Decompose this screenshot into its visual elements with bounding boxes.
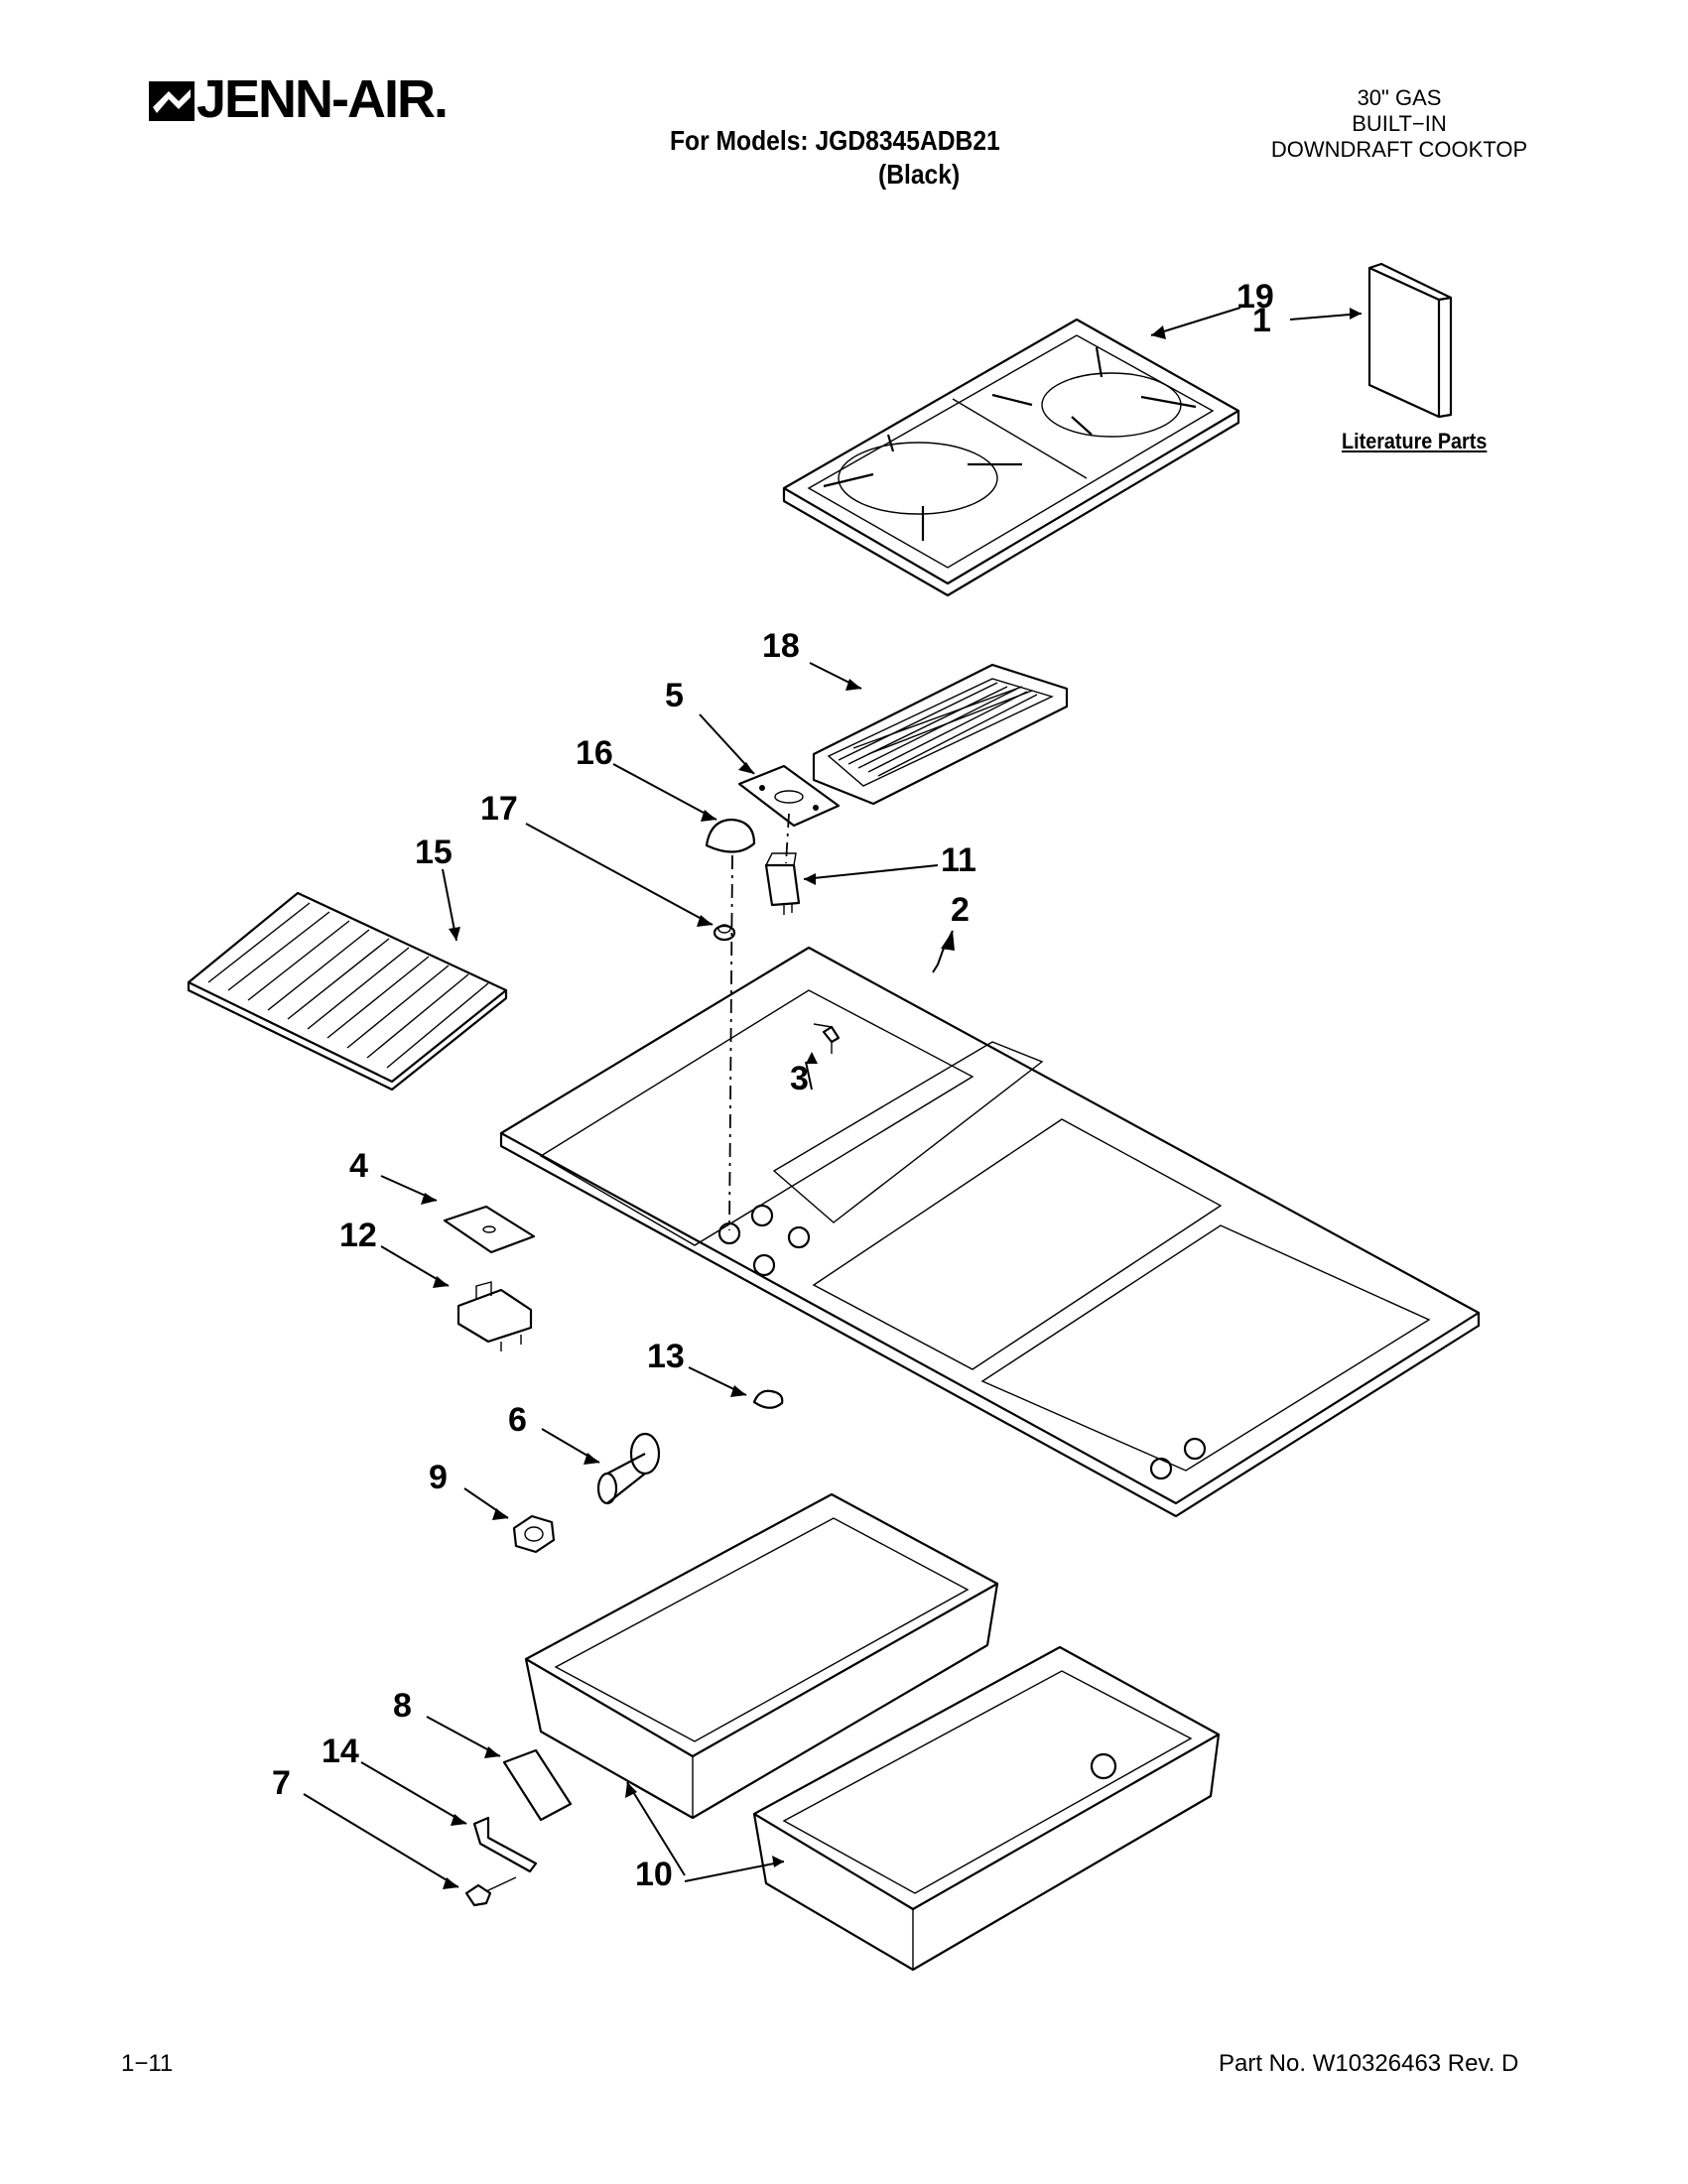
callout-9: 9 [429,1459,448,1496]
brand-logo: JENN-AIR. [149,69,476,129]
literature-parts-label: Literature Parts [1342,429,1488,453]
callout-13: 13 [647,1338,685,1375]
callout-2: 2 [951,891,970,929]
part-18-vent-grille [812,663,1069,806]
part-7-screw [464,1876,517,1907]
part-9-nut [512,1514,556,1554]
part-12-valve [456,1281,533,1351]
model-color-label: (Black) [878,159,961,190]
callout-14: 14 [322,1733,359,1770]
part-15-grill-grate [187,891,508,1092]
callout-11: 11 [941,841,976,879]
jenn-air-emblem-icon [149,81,195,121]
part-4-gasket [443,1205,536,1254]
model-label: For Models: JGD8345ADB21 [670,125,1000,156]
callout-8: 8 [393,1687,412,1725]
part-16-knob [705,818,756,853]
callout-16: 16 [576,734,613,772]
callout-15: 15 [415,834,453,871]
callout-7: 7 [272,1764,291,1802]
part-1-literature-booklet [1367,262,1453,419]
callout-6: 6 [508,1401,527,1439]
callout-12: 12 [339,1217,377,1254]
assembly-line-knob [728,854,733,1231]
title-line-1: 30" GAS [1357,85,1442,110]
leader-lines [303,307,1363,1889]
title-line-2: BUILT−IN [1352,111,1447,136]
part-6-burner-orifice [596,1432,661,1505]
part-17-grommet [713,924,736,942]
page-number: 1−11 [121,2050,174,2077]
part-14-bracket [472,1816,538,1873]
assembly-line-switch [785,813,790,864]
callout-19: 19 [1236,278,1274,316]
part-3-screw [813,1023,841,1054]
part-8-shield [502,1748,573,1822]
part-2-cooktop-top [499,946,1481,1518]
part-5-switch-plate [737,764,841,828]
part-19-burner-grate [782,318,1240,597]
callout-1: 1 [1252,302,1271,339]
callout-5: 5 [665,677,684,714]
callout-4: 4 [349,1147,368,1185]
callout-18: 18 [762,627,800,665]
brand-name: JENN-AIR. [196,69,449,129]
callout-10: 10 [635,1856,673,1893]
part-number: Part No. W10326463 Rev. D [1219,2050,1519,2077]
title-line-3: DOWNDRAFT COOKTOP [1270,137,1528,162]
part-10-burner-box [524,1492,1221,1972]
part-11-switch [764,852,801,915]
callout-3: 3 [790,1060,809,1097]
part-13-knob [752,1389,784,1409]
callout-17: 17 [480,790,518,828]
